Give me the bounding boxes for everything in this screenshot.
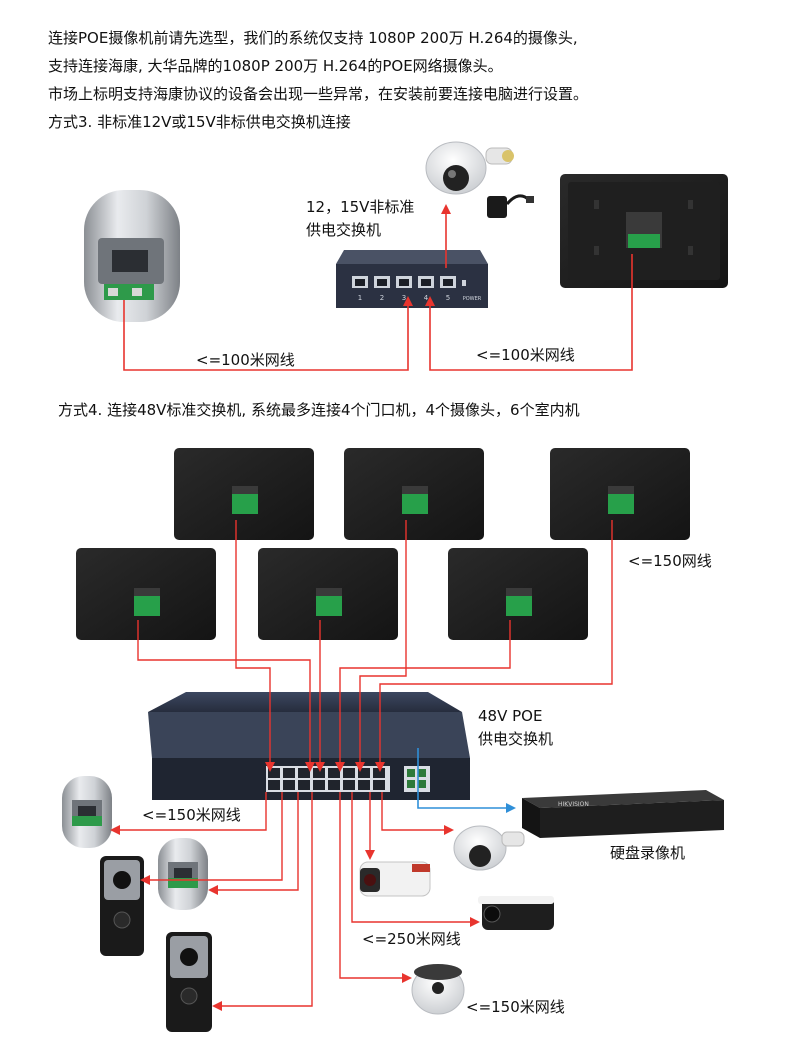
m3-switch-label-1: 12，15V非标准 [306,198,415,216]
intro-line-1: 连接POE摄像机前请先选型，我们的系统仅支持 1080P 200万 H.264的… [48,29,578,47]
indoor-monitor [76,548,216,640]
nonstandard-switch: 1 2 3 4 5 POWER [336,250,488,308]
m4-switch-label-2: 供电交换机 [478,730,554,748]
m3-cable-left-label: <=100米网线 [196,351,295,369]
m4-monitor-cables [137,520,613,772]
door-station-black [100,856,144,956]
switch-port-label: 4 [424,294,429,302]
turret-camera [411,964,465,1015]
intro-line-2: 支持连接海康, 大华品牌的1080P 200万 H.264的POE网络摄像头。 [48,57,503,75]
indoor-monitor-m3 [560,174,728,288]
m3-switch-label-2: 供电交换机 [306,221,382,239]
m4-camera-cable-150-label: <=150米网线 [466,998,565,1016]
poe-switch-48v [148,692,470,800]
door-station-metal [158,838,208,910]
method4-heading: 方式4. 连接48V标准交换机, 系统最多连接4个门口机，4个摄像头，6个室内机 [58,401,580,419]
m3-cable-right-label: <=100米网线 [476,346,575,364]
switch-port-label: 2 [380,294,384,302]
m4-monitor-cable-label: <=150网线 [628,552,712,570]
m4-switch-label-1: 48V POE [478,707,543,725]
indoor-monitor [448,548,588,640]
intro-line-3: 市场上标明支持海康协议的设备会出现一些异常，在安装前要连接电脑进行设置。 [48,85,589,103]
switch-power-label: POWER [463,296,482,302]
switch-port-label: 1 [358,294,362,302]
indoor-monitor [344,448,484,540]
m4-nvr-uplink [417,748,516,813]
switch-port-label: 5 [446,294,450,302]
bullet-camera-white [359,861,431,897]
indoor-monitor [258,548,398,640]
method3-heading: 方式3. 非标准12V或15V非标供电交换机连接 [48,113,351,131]
m3-cables [123,204,633,371]
bullet-camera-black [478,896,554,930]
indoor-monitor [174,448,314,540]
nvr-recorder: HIKVISION [522,790,724,838]
door-station-metal [62,776,112,848]
m4-camera-cables [339,792,480,983]
nvr-brand-label: HIKVISION [558,801,589,808]
dome-camera [453,825,525,871]
m4-nvr-label: 硬盘录像机 [610,844,686,862]
dome-camera-m3 [425,141,514,195]
m4-doorbell-cable-label: <=150米网线 [142,806,241,824]
indoor-monitor [550,448,690,540]
m4-camera-cable-250-label: <=250米网线 [362,930,461,948]
door-station-black [166,932,212,1032]
switch-port-label: 3 [402,294,406,302]
power-adapter-icon [487,194,534,218]
door-station-m3 [84,190,180,322]
m4-doorstation-cables [110,792,313,1011]
